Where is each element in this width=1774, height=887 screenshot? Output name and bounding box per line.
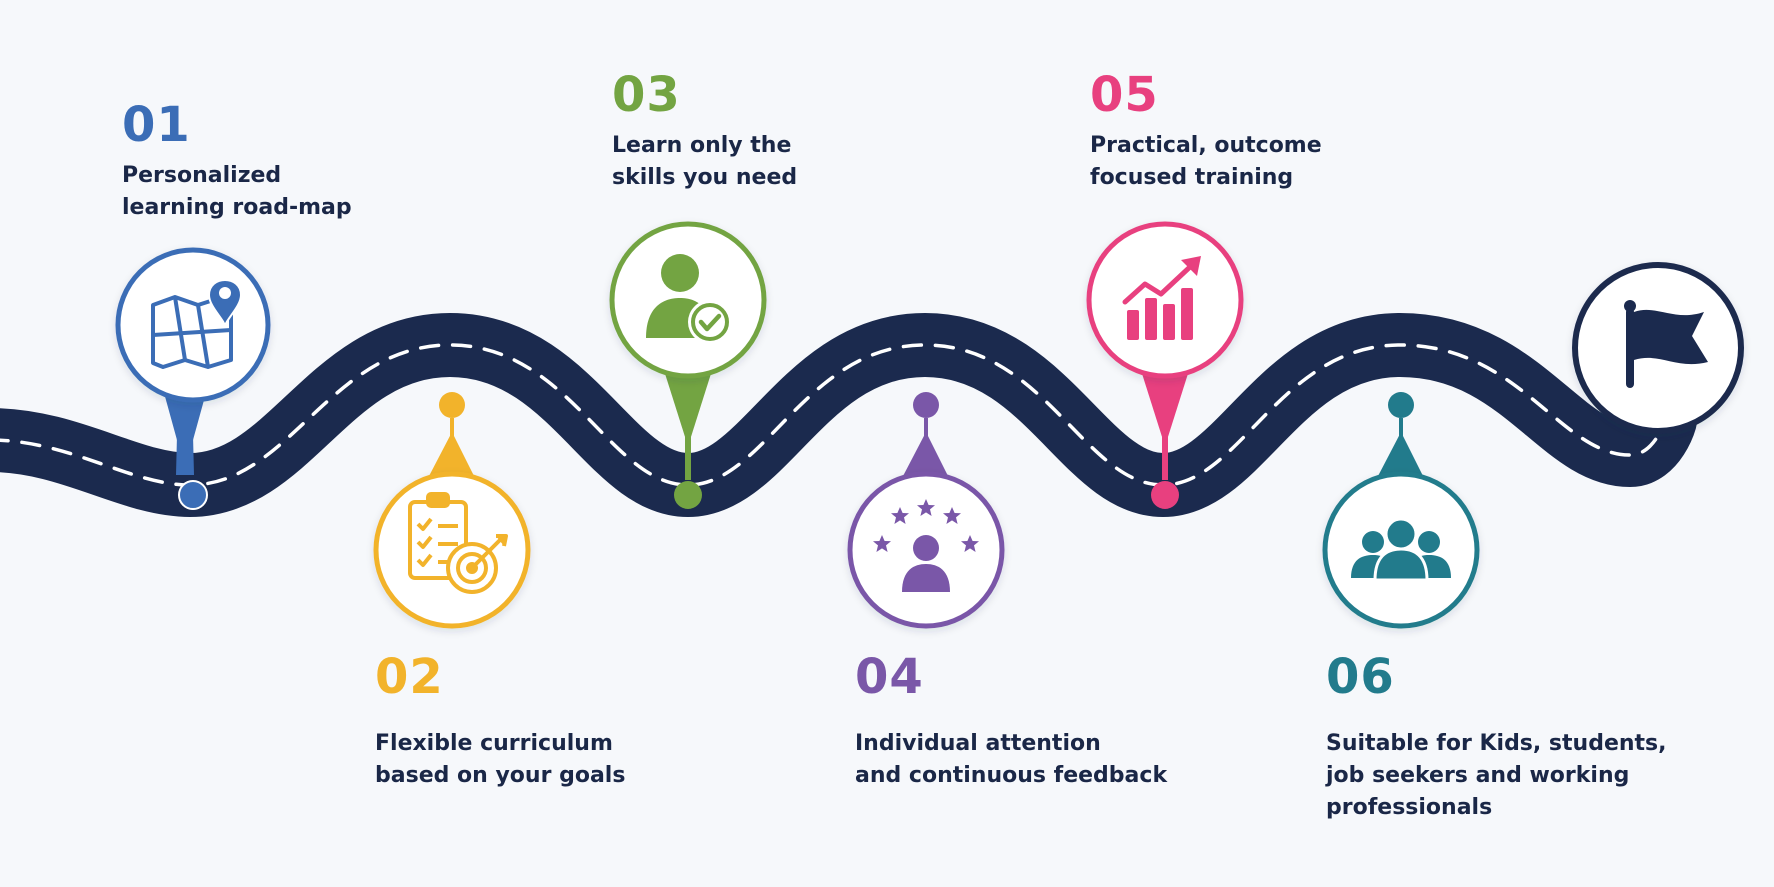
step-01-line-2: learning road-map bbox=[122, 195, 352, 220]
step-02-text: Flexible curriculum based on your goals bbox=[375, 728, 625, 792]
step-06-marker bbox=[1322, 392, 1480, 629]
step-04-number: 04 bbox=[855, 649, 924, 705]
step-05-line-2: focused training bbox=[1090, 165, 1294, 190]
step-04-line-1: Individual attention bbox=[855, 731, 1101, 756]
step-04: 04 Individual attention and continuous f… bbox=[855, 650, 1167, 792]
step-06-line-3: professionals bbox=[1326, 795, 1493, 820]
step-02-pin-tail bbox=[428, 432, 475, 478]
step-02: 02 Flexible curriculum based on your goa… bbox=[375, 650, 625, 792]
growth-chart-icon bbox=[1122, 256, 1201, 340]
user-stars-icon bbox=[873, 499, 979, 592]
step-06-line-1: Suitable for Kids, students, bbox=[1326, 731, 1667, 756]
step-01-marker bbox=[115, 247, 271, 510]
step-03-line-2: skills you need bbox=[612, 165, 798, 190]
step-04-road-dot bbox=[913, 392, 939, 418]
step-05: 05 Practical, outcome focused training bbox=[1090, 68, 1322, 194]
step-04-marker bbox=[847, 392, 1005, 629]
step-05-pin-circle bbox=[1086, 221, 1244, 379]
checklist-target-icon bbox=[408, 492, 508, 594]
step-02-line-1: Flexible curriculum bbox=[375, 731, 613, 756]
user-check-icon bbox=[646, 254, 732, 344]
step-02-pin-circle bbox=[373, 471, 531, 629]
step-06-number: 06 bbox=[1326, 649, 1395, 705]
step-03: 03 Learn only the skills you need bbox=[612, 68, 797, 194]
step-06-line-2: job seekers and working bbox=[1326, 763, 1630, 788]
step-02-line-2: based on your goals bbox=[375, 763, 626, 788]
group-icon bbox=[1351, 517, 1451, 582]
step-03-line-1: Learn only the bbox=[612, 133, 792, 158]
step-05-line-1: Practical, outcome bbox=[1090, 133, 1322, 158]
step-01-line-1: Personalized bbox=[122, 163, 282, 188]
step-01: 01 Personalized learning road-map bbox=[122, 98, 352, 224]
step-06-road-dot bbox=[1388, 392, 1414, 418]
step-04-text: Individual attention and continuous feed… bbox=[855, 728, 1167, 792]
finish-marker bbox=[1572, 262, 1744, 434]
step-04-line-2: and continuous feedback bbox=[855, 763, 1168, 788]
step-01-pin-circle bbox=[115, 247, 271, 403]
step-05-text: Practical, outcome focused training bbox=[1090, 130, 1322, 194]
step-05-marker bbox=[1086, 221, 1244, 509]
step-02-road-dot bbox=[439, 392, 465, 418]
step-03-road-dot bbox=[674, 481, 702, 509]
step-05-road-dot bbox=[1151, 481, 1179, 509]
map-pin-icon bbox=[151, 279, 242, 369]
step-02-marker bbox=[373, 392, 531, 629]
step-01-road-dot bbox=[178, 480, 208, 510]
step-03-text: Learn only the skills you need bbox=[612, 130, 797, 194]
step-02-number: 02 bbox=[375, 649, 444, 705]
step-03-marker bbox=[609, 221, 767, 509]
step-03-number: 03 bbox=[612, 67, 681, 123]
step-01-text: Personalized learning road-map bbox=[122, 160, 352, 224]
step-05-number: 05 bbox=[1090, 67, 1159, 123]
step-04-pin-tail bbox=[902, 432, 949, 478]
road-center-line bbox=[0, 343, 1667, 487]
step-06-pin-tail bbox=[1377, 432, 1424, 478]
step-06-text: Suitable for Kids, students, job seekers… bbox=[1326, 728, 1667, 824]
step-06: 06 Suitable for Kids, students, job seek… bbox=[1326, 650, 1667, 824]
step-01-number: 01 bbox=[122, 97, 191, 153]
flag-icon bbox=[1624, 300, 1708, 388]
